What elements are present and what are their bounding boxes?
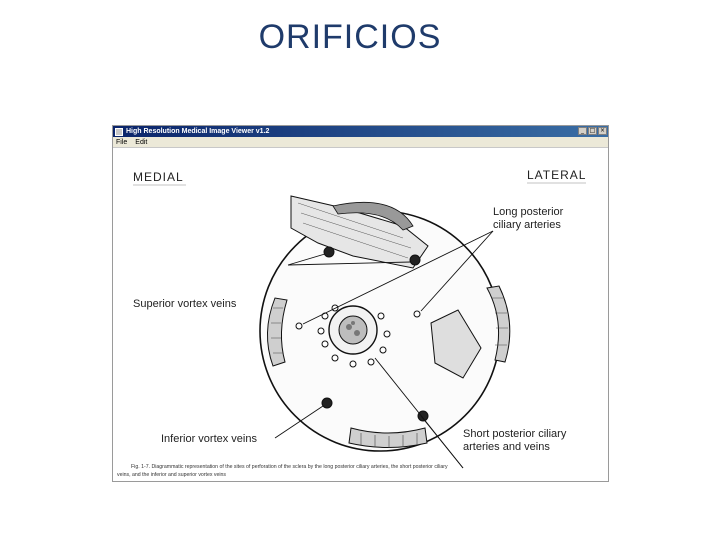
- menu-edit[interactable]: Edit: [135, 139, 147, 146]
- figure-caption-line1: Fig. 1-7. Diagrammatic representation of…: [131, 464, 448, 470]
- label-superior-vortex: Superior vortex veins: [133, 298, 237, 310]
- label-long-posterior-line1: Long posterior: [493, 206, 564, 218]
- menu-file[interactable]: File: [116, 139, 127, 146]
- label-inferior-vortex: Inferior vortex veins: [161, 433, 257, 445]
- figure-caption: Fig. 1-7. Diagrammatic representation of…: [117, 464, 449, 478]
- minimize-button[interactable]: _: [578, 127, 587, 135]
- eye-diagram: MEDIAL LATERAL: [113, 148, 608, 481]
- label-long-posterior-line2: ciliary arteries: [493, 219, 561, 231]
- image-viewer-window: High Resolution Medical Image Viewer v1.…: [112, 125, 609, 482]
- figure-caption-line2: veins, and the inferior and superior vor…: [117, 472, 226, 478]
- label-short-posterior-line1: Short posterior ciliary: [463, 428, 567, 440]
- label-lateral: LATERAL: [527, 168, 586, 182]
- app-icon: [115, 128, 123, 136]
- optic-nerve-head: [329, 306, 377, 354]
- window-title: High Resolution Medical Image Viewer v1.…: [126, 128, 269, 135]
- close-button[interactable]: ×: [598, 127, 607, 135]
- label-long-posterior: Long posterior ciliary arteries: [493, 206, 566, 231]
- menu-bar: File Edit: [113, 137, 608, 148]
- label-short-posterior: Short posterior ciliary arteries and vei…: [463, 428, 569, 453]
- label-medial: MEDIAL: [133, 170, 184, 184]
- maximize-button[interactable]: □: [588, 127, 597, 135]
- window-titlebar[interactable]: High Resolution Medical Image Viewer v1.…: [113, 126, 608, 137]
- slide-title: ORIFICIOS: [0, 18, 700, 57]
- label-short-posterior-line2: arteries and veins: [463, 441, 550, 453]
